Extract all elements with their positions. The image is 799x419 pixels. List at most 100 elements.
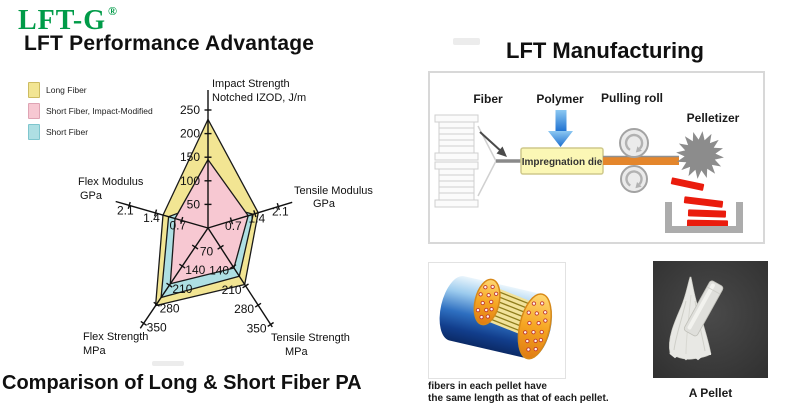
radar-tick	[153, 209, 158, 217]
pellet-cross-section-figure	[428, 262, 566, 379]
fiber-end-dots	[523, 301, 548, 352]
radar-tick-label: 250	[180, 103, 200, 117]
radar-tick	[267, 321, 274, 327]
fiber-end-dot	[479, 314, 484, 320]
radar-tick-label: 2.1	[117, 203, 134, 217]
radar-tick-label: 0.7	[169, 219, 186, 233]
photo-caption: A Pellet	[688, 386, 733, 400]
radar-tick-label: 140	[209, 264, 229, 278]
pellet-bin	[665, 202, 743, 233]
radar-tick-label: 140	[185, 263, 205, 277]
roll-rotation-arrows	[624, 133, 644, 189]
feed-arrow-icon	[479, 131, 507, 157]
fiber-end-dot	[484, 307, 489, 313]
legend-label: Long Fiber	[46, 84, 87, 95]
fiber-end-dot	[490, 284, 495, 289]
brand-logo-text: LFT-G	[18, 5, 106, 36]
fiber-end-dot	[534, 311, 539, 316]
radar-tick	[179, 263, 186, 269]
radar-axis-line	[207, 227, 273, 328]
chart-title: LFT Performance Advantage	[24, 32, 315, 55]
pellet-photo	[653, 261, 768, 378]
roll-arrow-head	[635, 182, 642, 189]
fiber-end-dot	[489, 307, 494, 312]
radar-axis-title: Flex Strength	[83, 331, 148, 343]
fiber-end-dot	[543, 310, 548, 315]
radar-tick	[276, 202, 280, 211]
radar-series-polygon	[154, 118, 259, 307]
fiber-end-dot	[540, 301, 545, 306]
fiber-end-dot	[486, 293, 491, 298]
radar-tick	[217, 244, 224, 250]
fiber-end-dot	[527, 320, 532, 326]
pulling-roll-icon	[620, 165, 648, 193]
fiber-end-dots	[475, 284, 499, 320]
radar-tick-label: 150	[180, 150, 200, 164]
fiber-end-dot	[533, 346, 538, 352]
radar-tick	[254, 302, 262, 308]
radar-tick	[229, 217, 234, 225]
radar-axis-title: Tensile Strength	[271, 332, 350, 344]
fiber-end-dot	[531, 330, 536, 335]
legend-label: Short Fiber, Impact-Modified	[46, 105, 153, 116]
fiber-end-dot	[543, 318, 548, 323]
manufacturing-title: LFT Manufacturing	[506, 38, 704, 63]
fiber-end-dot	[538, 337, 544, 343]
radar-tick-label: 70	[200, 244, 214, 258]
fiber-end-dot	[526, 347, 531, 352]
radar-tick-label: 1.4	[249, 212, 266, 226]
radar-tick	[140, 320, 147, 326]
radar-axis-line	[207, 201, 293, 229]
radar-tick-label: 280	[234, 302, 254, 316]
roll-arrow-arc	[625, 170, 643, 187]
legend-swatch	[28, 81, 40, 98]
pellet-figure-caption: fibers in each pellet have the same leng…	[428, 381, 609, 404]
impregnation-die-label: Impregnation die	[522, 157, 603, 168]
radar-axis-line	[115, 200, 209, 229]
radar-tick-label: 210	[172, 282, 192, 296]
radar-axis-unit: MPa	[285, 346, 309, 358]
fiber-end-dot	[480, 300, 485, 306]
manufacturing-diagram: Fiber Polymer Pulling roll Pelletizer Im…	[428, 71, 765, 244]
radar-series-polygon	[169, 158, 249, 285]
radar-tick	[191, 244, 199, 250]
radar-tick	[127, 201, 131, 209]
fiber-end-dot	[523, 330, 528, 335]
polymer-label: Polymer	[536, 92, 584, 106]
registered-mark: ®	[108, 4, 118, 18]
fiber-end-dot	[489, 299, 494, 305]
radar-axis-unit: GPa	[313, 198, 336, 210]
polymer-arrow-icon	[548, 110, 573, 147]
pellet-cylinder	[439, 276, 553, 360]
radar-tick-label: 100	[180, 174, 200, 188]
fiber-end-dot	[525, 338, 530, 344]
pulling-roll-icon	[619, 128, 649, 158]
radar-axis-unit: Notched IZOD, J/m	[212, 92, 306, 104]
photo-background	[653, 261, 768, 378]
radar-tick-label: 210	[222, 283, 242, 297]
legend-item: Long Fiber	[28, 79, 153, 100]
fiber-end-dot	[483, 285, 488, 290]
radar-tick	[253, 210, 257, 218]
intact-pellet	[683, 280, 724, 337]
fiber-spool-icon	[434, 114, 479, 208]
fiber-label: Fiber	[473, 92, 503, 106]
fiber-end-dot	[539, 329, 544, 335]
radar-axis-title: Tensile Modulus	[294, 185, 373, 197]
roll-arrow-head	[635, 146, 642, 153]
fiber-end-dot	[531, 301, 537, 306]
legend-swatch	[28, 123, 40, 140]
radar-tick	[180, 216, 184, 224]
fiber-end-dot	[485, 314, 490, 319]
roll-arrow-arc	[624, 133, 644, 151]
radar-tick-label: 350	[147, 320, 167, 334]
impregnated-strand	[603, 157, 679, 165]
artifact-smudge	[453, 38, 480, 45]
brand-logo: LFT-G®	[18, 4, 118, 37]
radar-series-polygon	[160, 201, 254, 299]
radar-tick-label: 280	[160, 301, 180, 315]
chart-footer: Comparison of Long & Short Fiber PA	[2, 372, 362, 394]
fiber-end-dot	[526, 310, 531, 315]
